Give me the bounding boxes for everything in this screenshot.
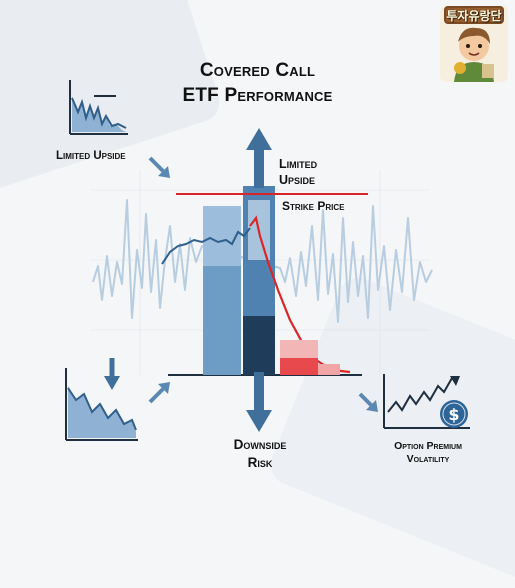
arrow-down-icon: [246, 372, 272, 432]
trend-chart-icon: [383, 374, 470, 429]
left-bar-highlight: [203, 206, 241, 266]
title-line-1: Covered Call: [199, 60, 316, 81]
title-line-2: ETF Performance: [182, 85, 333, 106]
downside-line-1: Downside: [233, 437, 287, 452]
volatility-noise-line: [92, 199, 433, 323]
brand-badge-text: 투자유랑단: [446, 9, 502, 23]
arrow-up-icon: [246, 128, 272, 188]
center-bar-bottom: [243, 316, 275, 375]
downside-line-2: Risk: [247, 455, 273, 470]
small-arrow-icon: [358, 392, 378, 412]
limited-upside-center-line-2: Upside: [279, 173, 316, 187]
option-line-1: Option Premium: [394, 440, 462, 452]
premium-bar-strong: [280, 358, 318, 375]
strike-price-label: Strike Price: [282, 199, 345, 213]
limited-upside-label: Limited Upside: [56, 149, 126, 163]
premium-bar-small: [318, 364, 340, 375]
dollar-coin-icon: $: [440, 400, 468, 428]
small-arrow-icon: [148, 156, 170, 178]
limited-upside-center-label: Limited Upside: [279, 156, 317, 188]
limited-upside-center-line-1: Limited: [279, 157, 318, 171]
small-arrow-icon: [148, 382, 170, 404]
diagram-canvas: $: [65, 80, 470, 441]
svg-text:$: $: [448, 405, 459, 424]
downside-risk-label: Downside Risk: [215, 436, 305, 472]
price-line: [161, 227, 251, 265]
brand-badge: 투자유랑단: [440, 6, 508, 82]
option-premium-label: Option Premium Volatility: [372, 440, 484, 466]
limited-upside-text: Limited Upside: [56, 150, 126, 162]
mini-chart-limited-upside: [69, 80, 128, 135]
brand-mascot-icon: [440, 6, 508, 82]
option-line-2: Volatility: [406, 453, 450, 465]
small-arrow-icon: [104, 358, 120, 390]
mini-chart-downside: [65, 368, 138, 441]
